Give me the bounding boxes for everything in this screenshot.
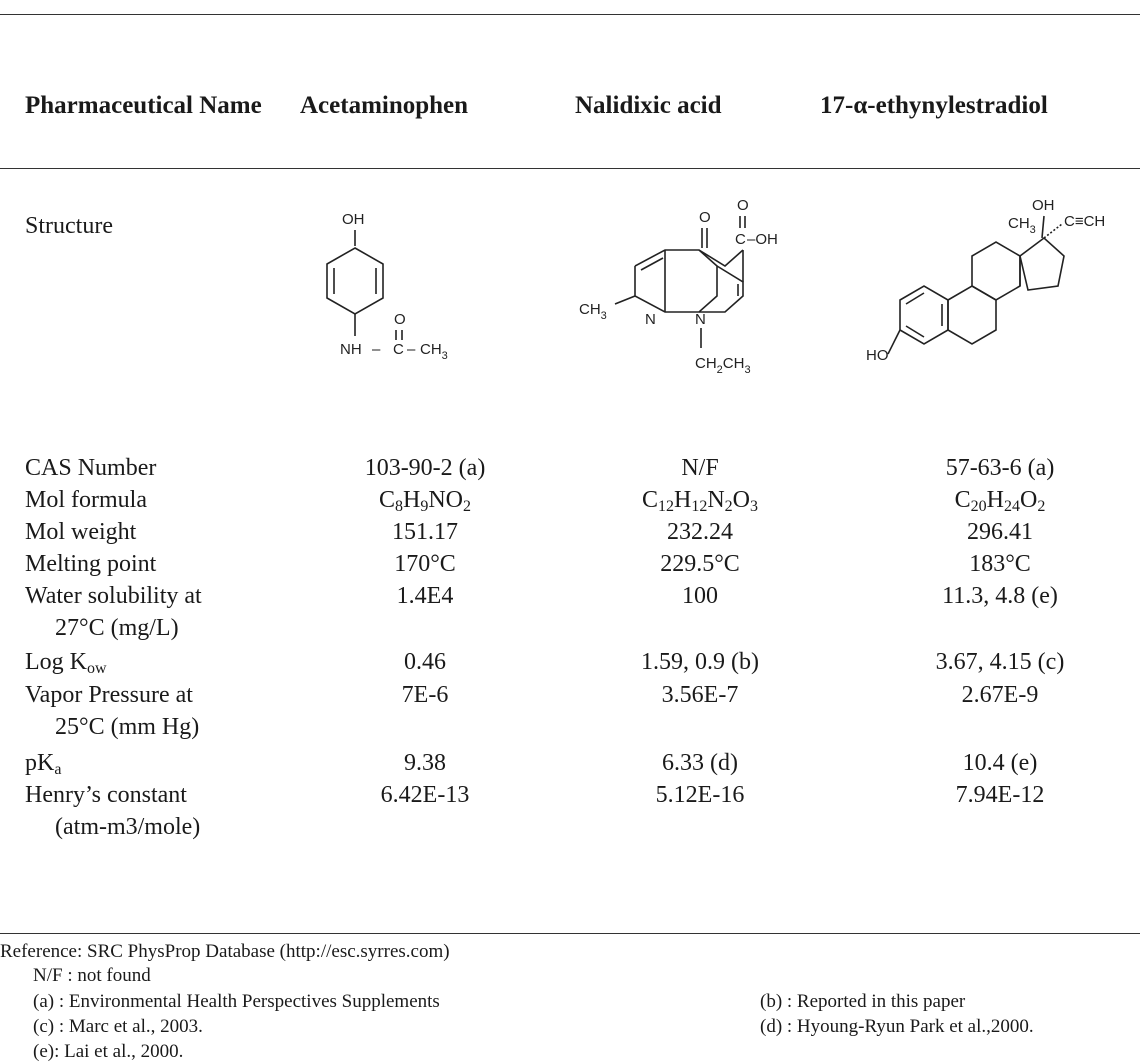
row-label-vapor-pressure-unit: 25°C (mm Hg) (55, 714, 200, 740)
row-label-melting-point: Melting point (25, 551, 157, 577)
ring-a (899, 285, 949, 345)
ring-b (947, 285, 997, 345)
nalidixic-acid-structure: O O C –OH CH3 N N CH2CH3 (579, 197, 778, 376)
cas-acetaminophen: 103-90-2 (a) (364, 455, 486, 481)
atom-c: C (735, 231, 746, 248)
henry-acetaminophen: 6.42E-13 (380, 782, 470, 808)
header-pharmaceutical-name: Pharmaceutical Name (25, 92, 262, 119)
acetaminophen-structure: OH O NH – C – CH3 (326, 211, 448, 362)
benzene-ring (326, 247, 384, 315)
logkow-ethynylestradiol: 3.67, 4.15 (c) (935, 649, 1065, 675)
mw-ethynylestradiol: 296.41 (967, 519, 1033, 545)
henry-nalidixic-acid: 5.12E-16 (655, 782, 745, 808)
header-ethynylestradiol: 17-α-ethynylestradiol (820, 92, 1048, 119)
footnote-d: (d) : Hyoung-Ryun Park et al.,2000. (760, 1016, 1034, 1037)
formula-acetaminophen: C8H9NO2 (378, 487, 472, 515)
right-ring (699, 265, 744, 313)
footnote-reference: Reference: SRC PhysProp Database (http:/… (0, 941, 450, 962)
bond (698, 249, 744, 267)
atom-ch3: CH3 (420, 341, 448, 362)
ethynylestradiol-structure: OH CH3 C≡CH HO (866, 197, 1105, 364)
footnote-a: (a) : Environmental Health Perspectives … (33, 991, 440, 1012)
atom-ch3: CH3 (579, 301, 607, 322)
ring-d (1019, 236, 1065, 291)
row-label-mol-formula: Mol formula (25, 487, 147, 513)
atom-o: O (699, 209, 711, 226)
atom-n: N (645, 311, 656, 328)
mw-nalidixic-acid: 232.24 (667, 519, 733, 545)
bond (887, 329, 901, 355)
ring-c (971, 241, 1021, 301)
logkow-acetaminophen: 0.46 (404, 649, 446, 675)
footnote-c: (c) : Marc et al., 2003. (33, 1016, 203, 1037)
vp-nalidixic-acid: 3.56E-7 (661, 682, 739, 708)
bond (905, 292, 925, 305)
atom-oh: –OH (747, 231, 778, 248)
bond (1043, 223, 1063, 239)
ws-ethynylestradiol: 11.3, 4.8 (e) (942, 583, 1058, 609)
atom-ch3: CH3 (1008, 215, 1036, 236)
formula-ethynylestradiol: C20H24O2 (954, 487, 1046, 515)
mw-acetaminophen: 151.17 (392, 519, 458, 545)
bond (614, 295, 636, 305)
structure-label: Structure (25, 213, 113, 239)
atom-n: N (695, 311, 706, 328)
vp-ethynylestradiol: 2.67E-9 (961, 682, 1039, 708)
row-label-pka: pKa (25, 750, 62, 778)
footnote-e: (e): Lai et al., 2000. (33, 1041, 184, 1062)
row-label-henrys-constant: Henry’s constant (25, 782, 187, 808)
top-rule (0, 14, 1140, 15)
atom-ethynyl: C≡CH (1064, 213, 1105, 230)
mp-acetaminophen: 170°C (394, 551, 456, 577)
ws-acetaminophen: 1.4E4 (396, 583, 454, 609)
atom-nh: NH (340, 341, 362, 358)
header-bottom-rule (0, 168, 1140, 169)
footnote-b: (b) : Reported in this paper (760, 991, 966, 1012)
atom-ch2ch3: CH2CH3 (695, 355, 751, 376)
row-label-cas-number: CAS Number (25, 455, 157, 481)
formula-nalidixic-acid: C12H12N2O3 (641, 487, 759, 515)
atom-o: O (737, 197, 749, 214)
bond-dash: – (372, 341, 381, 358)
row-label-vapor-pressure: Vapor Pressure at (25, 682, 193, 708)
pka-nalidixic-acid: 6.33 (d) (662, 750, 738, 776)
henry-ethynylestradiol: 7.94E-12 (955, 782, 1045, 808)
row-label-mol-weight: Mol weight (25, 519, 137, 545)
bond (1041, 215, 1045, 239)
atom-ho: HO (866, 347, 889, 364)
cas-ethynylestradiol: 57-63-6 (a) (945, 455, 1055, 481)
row-label-water-solubility-unit: 27°C (mg/L) (55, 615, 179, 641)
vp-acetaminophen: 7E-6 (401, 682, 449, 708)
table-bottom-rule (0, 933, 1140, 934)
atom-c: C (393, 341, 404, 358)
ws-nalidixic-acid: 100 (682, 583, 718, 609)
header-nalidixic-acid: Nalidixic acid (575, 92, 722, 119)
row-label-henrys-constant-unit: (atm-m3/mole) (55, 814, 201, 840)
row-label-water-solubility: Water solubility at (25, 583, 202, 609)
atom-o: O (394, 311, 406, 328)
cas-nalidixic-acid: N/F (681, 455, 719, 481)
row-label-log-kow: Log Kow (25, 649, 107, 677)
logkow-nalidixic-acid: 1.59, 0.9 (b) (641, 649, 759, 675)
mp-ethynylestradiol: 183°C (969, 551, 1031, 577)
mp-nalidixic-acid: 229.5°C (660, 551, 740, 577)
atom-oh: OH (1032, 197, 1055, 214)
left-ring (634, 249, 718, 313)
bond-dash: – (407, 341, 416, 358)
atom-oh: OH (342, 211, 365, 228)
footnote-nf: N/F : not found (33, 965, 151, 986)
header-acetaminophen: Acetaminophen (300, 92, 469, 119)
bond (640, 257, 664, 271)
bond (905, 325, 925, 338)
pka-acetaminophen: 9.38 (404, 750, 446, 776)
pka-ethynylestradiol: 10.4 (e) (962, 750, 1038, 776)
